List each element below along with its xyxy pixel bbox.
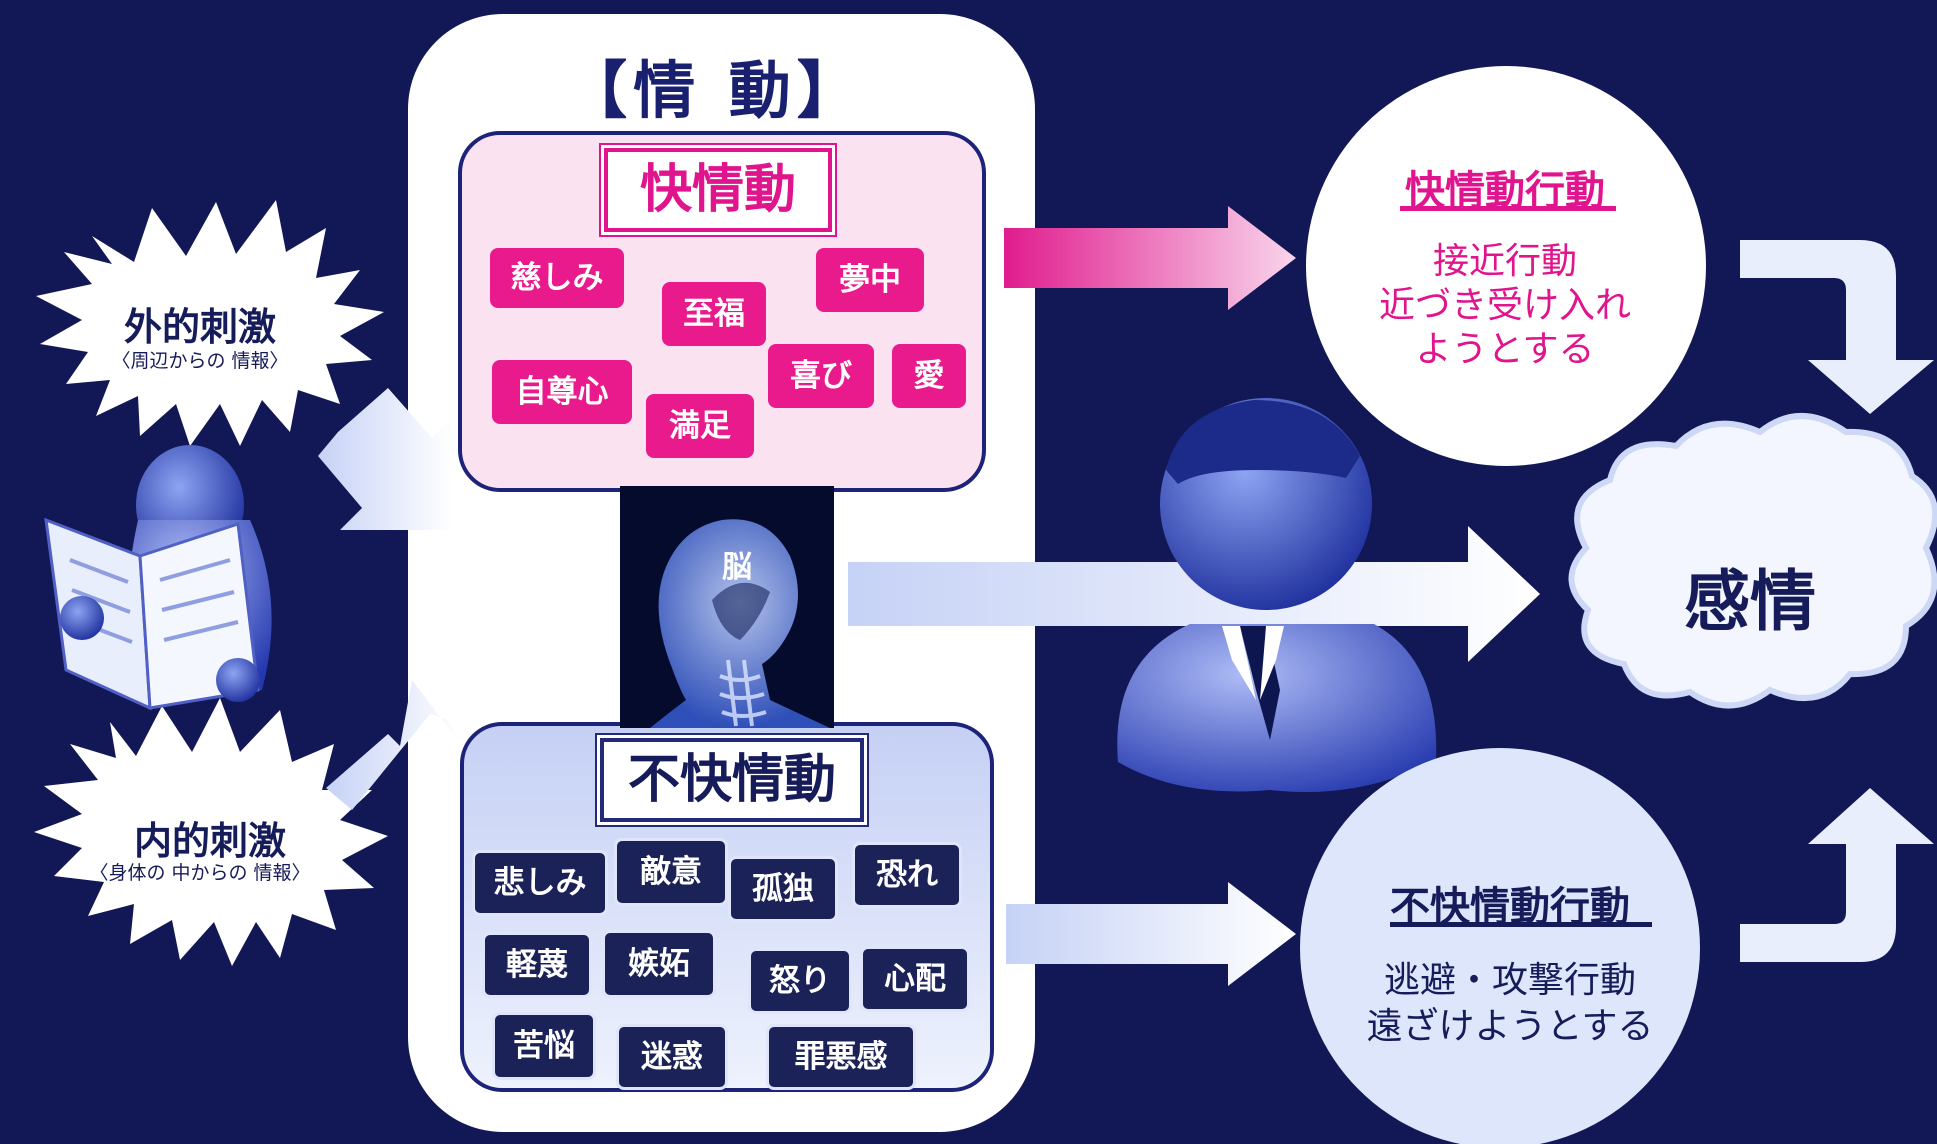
emotion-cloud <box>1568 413 1937 709</box>
unpleasant-tag-loneliness: 孤独 <box>728 856 838 922</box>
newspaper-reader-icon <box>44 445 272 711</box>
internal-to-emotion-arrow <box>326 680 462 810</box>
unpleasant-tag-guilt: 罪悪感 <box>766 1024 916 1090</box>
unpleasant-behavior-underline <box>1390 922 1652 927</box>
unpleasant-tag-worry: 心配 <box>860 946 970 1012</box>
unpleasant-behavior-arrow <box>1006 882 1296 986</box>
brain-xray-image <box>620 486 834 728</box>
businessman-icon <box>1117 398 1437 792</box>
unpleasant-tag-fear: 恐れ <box>852 842 962 908</box>
pleasant-behavior-circle <box>1306 66 1706 466</box>
pleasant-behavior-description: 接近行動 近づき受け入れ ようとする <box>1378 241 1631 370</box>
pleasant-tag-compassion: 慈しみ <box>490 248 624 308</box>
unpleasant-tag-sadness: 悲しみ <box>472 850 608 916</box>
pleasant-behavior-underline <box>1400 206 1616 211</box>
external-stimulus-subtitle: 〈周辺からの 情報〉 <box>111 350 289 372</box>
pleasant-behavior-arrow <box>1004 206 1296 310</box>
external-stimulus-title: 外的刺激 <box>123 305 276 349</box>
unpleasant-emotion-title: 不快情動 <box>600 738 864 822</box>
unpleasant-tag-jealousy: 嫉妬 <box>602 930 716 998</box>
unpleasant-tag-nuisance: 迷惑 <box>616 1024 728 1090</box>
pleasant-tag-self-esteem: 自尊心 <box>492 360 632 424</box>
external-to-emotion-arrow <box>318 388 452 530</box>
pleasant-to-emotion-curved-arrow <box>1740 240 1934 414</box>
unpleasant-tag-anguish: 苦悩 <box>492 1012 596 1080</box>
internal-stimulus-title: 内的刺激 <box>133 819 286 863</box>
pleasant-emotion-title: 快情動 <box>604 148 832 232</box>
external-stimulus-burst <box>36 200 384 446</box>
internal-stimulus-burst <box>34 698 388 966</box>
pleasant-tag-bliss: 至福 <box>662 282 766 346</box>
feeling-label: 感情 <box>1684 563 1816 640</box>
brain-label: 脳 <box>722 550 752 585</box>
pleasant-tag-joy: 喜び <box>768 344 874 408</box>
pleasant-tag-love: 愛 <box>892 344 966 408</box>
brain-to-emotion-arrow <box>848 526 1540 662</box>
unpleasant-tag-hostility: 敵意 <box>614 838 728 906</box>
pleasant-tag-satisfaction: 満足 <box>646 394 754 458</box>
unpleasant-tag-anger: 怒り <box>748 948 852 1014</box>
unpleasant-to-emotion-curved-arrow <box>1740 788 1934 962</box>
pleasant-tag-absorption: 夢中 <box>816 248 924 312</box>
unpleasant-behavior-description: 逃避・攻撃行動 遠ざけようとする <box>1366 960 1654 1047</box>
unpleasant-tag-contempt: 軽蔑 <box>482 932 592 998</box>
emotion-box-title: 【情 動】 <box>565 54 865 127</box>
unpleasant-behavior-circle <box>1300 748 1700 1144</box>
internal-stimulus-subtitle: 〈身体の 中からの 情報〉 <box>89 862 311 884</box>
